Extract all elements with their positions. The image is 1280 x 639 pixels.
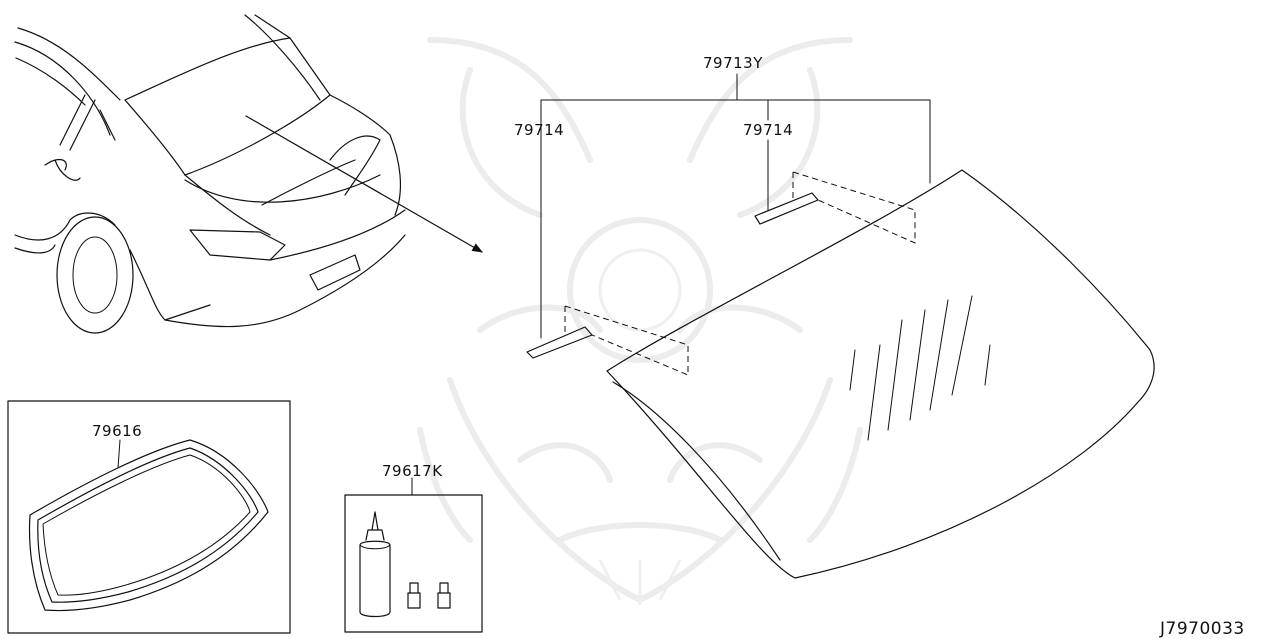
molding-box: 79616 xyxy=(7,400,291,634)
pointer-arrow xyxy=(245,115,483,253)
spacer-right-icon xyxy=(754,171,916,244)
figure-code: J7970033 xyxy=(1159,619,1245,639)
leader-lines xyxy=(540,73,931,339)
part-number-79714-left[interactable]: 79714 xyxy=(514,121,564,139)
part-number-79714-right[interactable]: 79714 xyxy=(743,121,793,139)
spacer-left-icon xyxy=(526,305,689,376)
part-number-79713Y[interactable]: 79713Y xyxy=(703,54,763,72)
rear-window-glass-icon xyxy=(606,169,1155,579)
window-molding-icon xyxy=(28,439,269,612)
sealant-tube-icon xyxy=(359,511,451,618)
rear-car-view-icon xyxy=(14,14,406,334)
samurai-helmet-watermark-icon xyxy=(417,37,863,605)
part-number-79617K[interactable]: 79617K xyxy=(382,462,443,480)
part-number-79616[interactable]: 79616 xyxy=(92,422,142,440)
sealant-box: 79617K xyxy=(344,462,483,633)
